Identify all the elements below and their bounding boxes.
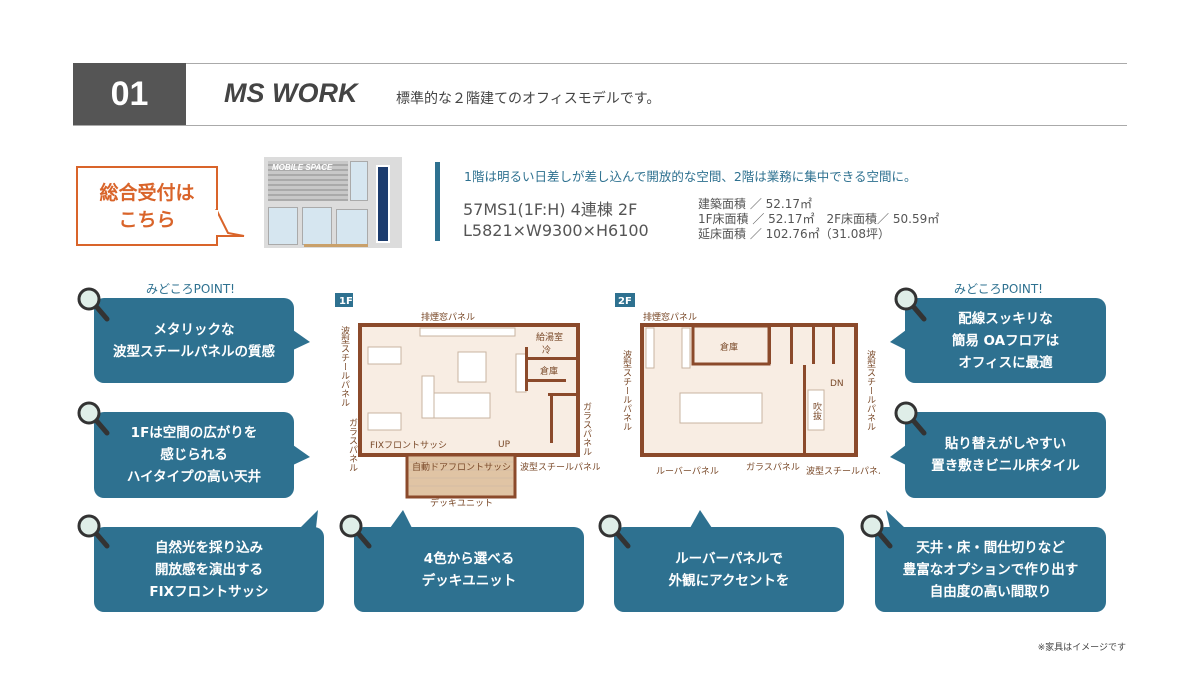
model-code: 57MS1(1F:H) 4連棟 2F: [463, 200, 638, 219]
label-wave-left: 波型スチールパネル: [339, 325, 350, 407]
window: [350, 161, 368, 201]
label-dn: DN: [830, 379, 844, 389]
magnifier-icon: [894, 287, 928, 323]
label-fridge: 冷: [542, 344, 551, 356]
callout-vinyl-tile[interactable]: 貼り替えがしやすい 置き敷きビニル床タイル: [905, 412, 1106, 498]
reception-callout[interactable]: 総合受付はこちら: [76, 166, 218, 246]
label-up: UP: [498, 440, 511, 450]
callout-high-ceiling[interactable]: 1Fは空間の広がりを 感じられる ハイタイプの高い天井: [94, 412, 294, 498]
reception-tail: [214, 208, 245, 237]
floor-plan-2f[interactable]: 2F 排煙窓パネル 倉庫 DN 吹抜 波型スチールパネル 波型スチールパネル ル…: [610, 290, 880, 490]
plan-1f-label: 1F: [339, 296, 353, 307]
magnifier-icon: [77, 514, 111, 550]
vertical-banner: [376, 165, 390, 243]
label-storage: 倉庫: [540, 365, 558, 377]
label-wave-bottom: 波型スチールパネル: [520, 461, 600, 473]
model-spec: 57MS1(1F:H) 4連棟 2F L5821×W9300×H6100: [463, 199, 649, 241]
label-glass-right: ガラスパネル: [581, 402, 592, 456]
label-wave-left-2f: 波型スチールパネル: [621, 349, 632, 431]
label-wave-bottom-2f: 波型スチールパネル: [806, 465, 880, 477]
deck-unit: [405, 453, 517, 499]
label-louver: ルーバーパネル: [656, 466, 719, 477]
header-top-rule: [73, 63, 1127, 64]
label-smoke-panel: 排煙窓パネル: [421, 311, 475, 323]
callout-steel-panel[interactable]: メタリックな 波型スチールパネルの質感: [94, 298, 294, 383]
label-kitchen: 給湯室: [536, 331, 563, 343]
label-smoke-panel-2f: 排煙窓パネル: [643, 311, 697, 323]
callout-fix-sash[interactable]: 自然光を採り込み 開放感を演出する FIXフロントサッシ: [94, 527, 324, 612]
deck: [304, 244, 368, 247]
label-fix-sash: FIXフロントサッシ: [370, 440, 447, 451]
magnifier-icon: [860, 514, 894, 550]
model-size: L5821×W9300×H6100: [463, 221, 649, 240]
info-accent-bar: [435, 162, 440, 241]
floor-area: 1F床面積 ／ 52.17㎡ 2F床面積／ 50.59㎡: [698, 212, 940, 226]
label-wave-right-2f: 波型スチールパネル: [865, 349, 876, 431]
callout-louver[interactable]: ルーバーパネルで 外観にアクセントを: [614, 527, 844, 612]
magnifier-icon: [77, 401, 111, 437]
callout-oa-floor[interactable]: 配線スッキリな 簡易 OAフロアは オフィスに最適: [905, 298, 1106, 383]
reception-line2: こちら: [118, 209, 176, 231]
header-bottom-rule: [73, 125, 1127, 126]
label-deck: デッキユニット: [430, 497, 493, 509]
label-glass-2f: ガラスパネル: [746, 462, 800, 473]
label-glass-left: ガラスパネル: [347, 418, 358, 472]
magnifier-icon: [339, 514, 373, 550]
entrance-door: [336, 209, 368, 245]
window: [268, 207, 298, 245]
louver-facade: [268, 161, 348, 201]
plan-badge-2f: [615, 293, 635, 307]
model-title: MS WORK: [224, 78, 358, 108]
model-subtitle: 標準的な２階建てのオフィスモデルです。: [396, 91, 661, 107]
magnifier-icon: [894, 401, 928, 437]
building-sign: MOBILE SPACE: [272, 163, 333, 172]
1f-outline: [358, 323, 580, 457]
window: [302, 207, 332, 245]
building-photo[interactable]: MOBILE SPACE: [264, 157, 402, 248]
section-number: 01: [73, 63, 186, 125]
plan-badge-1f: [335, 293, 353, 307]
magnifier-icon: [598, 514, 632, 550]
label-auto-door: 自動ドアフロントサッシ: [412, 461, 511, 473]
furniture-note: ※家具はイメージです: [1037, 643, 1126, 653]
callout-options[interactable]: 天井・床・間仕切りなど 豊富なオプションで作り出す 自由度の高い間取り: [875, 527, 1106, 612]
total-area: 延床面積 ／ 102.76㎡（31.08坪）: [698, 227, 890, 241]
plan-2f-label: 2F: [618, 296, 632, 307]
reception-line1: 総合受付は: [99, 182, 195, 204]
building-area: 建築面積 ／ 52.17㎡: [698, 197, 812, 211]
floor-plan-1f[interactable]: 1F 排煙窓パネル 給湯室 冷 倉庫 FIXフロントサッシ UP 自動ドアフロン…: [330, 290, 600, 510]
callout-deck-unit[interactable]: 4色から選べる デッキユニット: [354, 527, 584, 612]
magnifier-icon: [77, 287, 111, 323]
point-label-right: みどころPOINT!: [954, 282, 1043, 296]
label-storage-2f: 倉庫: [720, 341, 738, 353]
info-lead: 1階は明るい日差しが差し込んで開放的な空間、2階は業務に集中できる空間に。: [464, 169, 917, 184]
point-label-left: みどころPOINT!: [146, 282, 235, 296]
label-void: 吹抜: [811, 401, 822, 421]
